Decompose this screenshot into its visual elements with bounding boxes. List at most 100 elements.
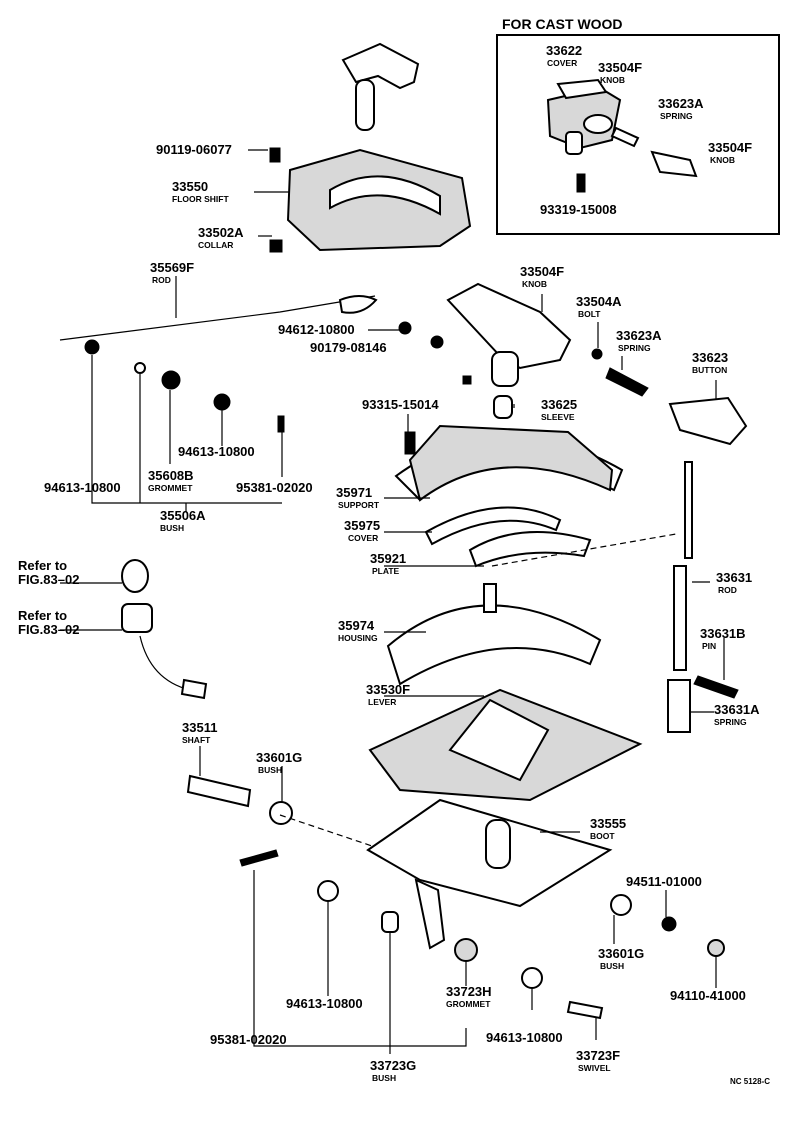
- svg-text:SUPPORT: SUPPORT: [338, 500, 380, 510]
- svg-text:95381-02020: 95381-02020: [236, 480, 313, 495]
- svg-text:ROD: ROD: [152, 275, 171, 285]
- svg-text:33631A: 33631A: [714, 702, 760, 717]
- svg-text:GROMMET: GROMMET: [446, 999, 491, 1009]
- svg-text:BOOT: BOOT: [590, 831, 615, 841]
- svg-text:33625: 33625: [541, 397, 577, 412]
- svg-text:COVER: COVER: [547, 58, 577, 68]
- leader-lines: [60, 149, 725, 1054]
- svg-text:HOUSING: HOUSING: [338, 633, 378, 643]
- svg-text:KNOB: KNOB: [600, 75, 625, 85]
- svg-text:33502A: 33502A: [198, 225, 244, 240]
- svg-text:BUSH: BUSH: [600, 961, 624, 971]
- svg-text:BUSH: BUSH: [372, 1073, 396, 1083]
- svg-text:PIN: PIN: [702, 641, 716, 651]
- svg-text:94511-01000: 94511-01000: [626, 874, 702, 889]
- svg-text:94613-10800: 94613-10800: [178, 444, 255, 459]
- svg-text:35506A: 35506A: [160, 508, 206, 523]
- svg-text:35974: 35974: [338, 618, 375, 633]
- svg-text:33511: 33511: [182, 720, 217, 735]
- svg-text:33622: 33622: [546, 43, 582, 58]
- svg-text:90119-06077: 90119-06077: [156, 142, 232, 157]
- svg-text:33723G: 33723G: [370, 1058, 416, 1073]
- svg-text:33530F: 33530F: [366, 682, 410, 697]
- svg-text:FLOOR SHIFT: FLOOR SHIFT: [172, 194, 229, 204]
- svg-text:COLLAR: COLLAR: [198, 240, 233, 250]
- svg-text:35569F: 35569F: [150, 260, 194, 275]
- svg-text:35608B: 35608B: [148, 468, 194, 483]
- svg-text:Refer to: Refer to: [18, 558, 67, 573]
- svg-text:SPRING: SPRING: [618, 343, 651, 353]
- svg-text:KNOB: KNOB: [710, 155, 735, 165]
- svg-text:33601G: 33601G: [256, 750, 302, 765]
- svg-text:Refer to: Refer to: [18, 608, 67, 623]
- inset-knob-assembly-drawing: [546, 78, 698, 193]
- svg-text:33723F: 33723F: [576, 1048, 620, 1063]
- svg-text:33504F: 33504F: [520, 264, 564, 279]
- refer-callouts: Refer to FIG.83–02 Refer to FIG.83–02: [18, 558, 79, 637]
- svg-text:94613-10800: 94613-10800: [286, 996, 363, 1011]
- refer-to-fig-83-02-socket: Refer to FIG.83–02: [18, 608, 79, 637]
- drawing-code: NC 5128-C: [730, 1077, 770, 1086]
- svg-text:SPRING: SPRING: [714, 717, 747, 727]
- svg-text:33623A: 33623A: [616, 328, 662, 343]
- callout-94613-10800-c: 94613-10800: [286, 996, 363, 1011]
- callout-93319-15008: 93319-15008: [540, 202, 617, 217]
- svg-text:35975: 35975: [344, 518, 380, 533]
- svg-text:35971: 35971: [336, 485, 372, 500]
- svg-text:ROD: ROD: [718, 585, 737, 595]
- svg-text:33623: 33623: [692, 350, 728, 365]
- callout-95381-02020-b: 95381-02020: [210, 1032, 287, 1047]
- callout-93315-15014: 93315-15014: [362, 397, 439, 412]
- svg-text:BUTTON: BUTTON: [692, 365, 727, 375]
- svg-text:33601G: 33601G: [598, 946, 644, 961]
- callout-94511-01000: 94511-01000: [626, 874, 702, 889]
- svg-text:SLEEVE: SLEEVE: [541, 412, 575, 422]
- svg-text:94613-10800: 94613-10800: [486, 1030, 563, 1045]
- svg-text:35921: 35921: [370, 551, 406, 566]
- callout-94612-10800: 94612-10800: [278, 322, 355, 337]
- floor-shift-assembly-drawing: [59, 42, 748, 1020]
- callout-94613-10800-d: 94613-10800: [486, 1030, 563, 1045]
- svg-text:93319-15008: 93319-15008: [540, 202, 617, 217]
- svg-text:33631B: 33631B: [700, 626, 746, 641]
- inset-title: FOR CAST WOOD: [502, 16, 623, 32]
- svg-text:94613-10800: 94613-10800: [44, 480, 121, 495]
- cast-wood-inset: FOR CAST WOOD: [496, 16, 780, 235]
- svg-text:BUSH: BUSH: [258, 765, 282, 775]
- callout-90179-08146: 90179-08146: [310, 340, 387, 355]
- svg-text:SHAFT: SHAFT: [182, 735, 211, 745]
- svg-text:FIG.83–02: FIG.83–02: [18, 572, 79, 587]
- svg-text:SPRING: SPRING: [660, 111, 693, 121]
- svg-text:PLATE: PLATE: [372, 566, 400, 576]
- svg-text:95381-02020: 95381-02020: [210, 1032, 287, 1047]
- svg-text:BUSH: BUSH: [160, 523, 184, 533]
- svg-text:94612-10800: 94612-10800: [278, 322, 355, 337]
- svg-text:33631: 33631: [716, 570, 752, 585]
- callout-94613-10800-a: 94613-10800: [44, 480, 121, 495]
- svg-text:94110-41000: 94110-41000: [670, 988, 746, 1003]
- callout-95381-02020-a: 95381-02020: [236, 480, 313, 495]
